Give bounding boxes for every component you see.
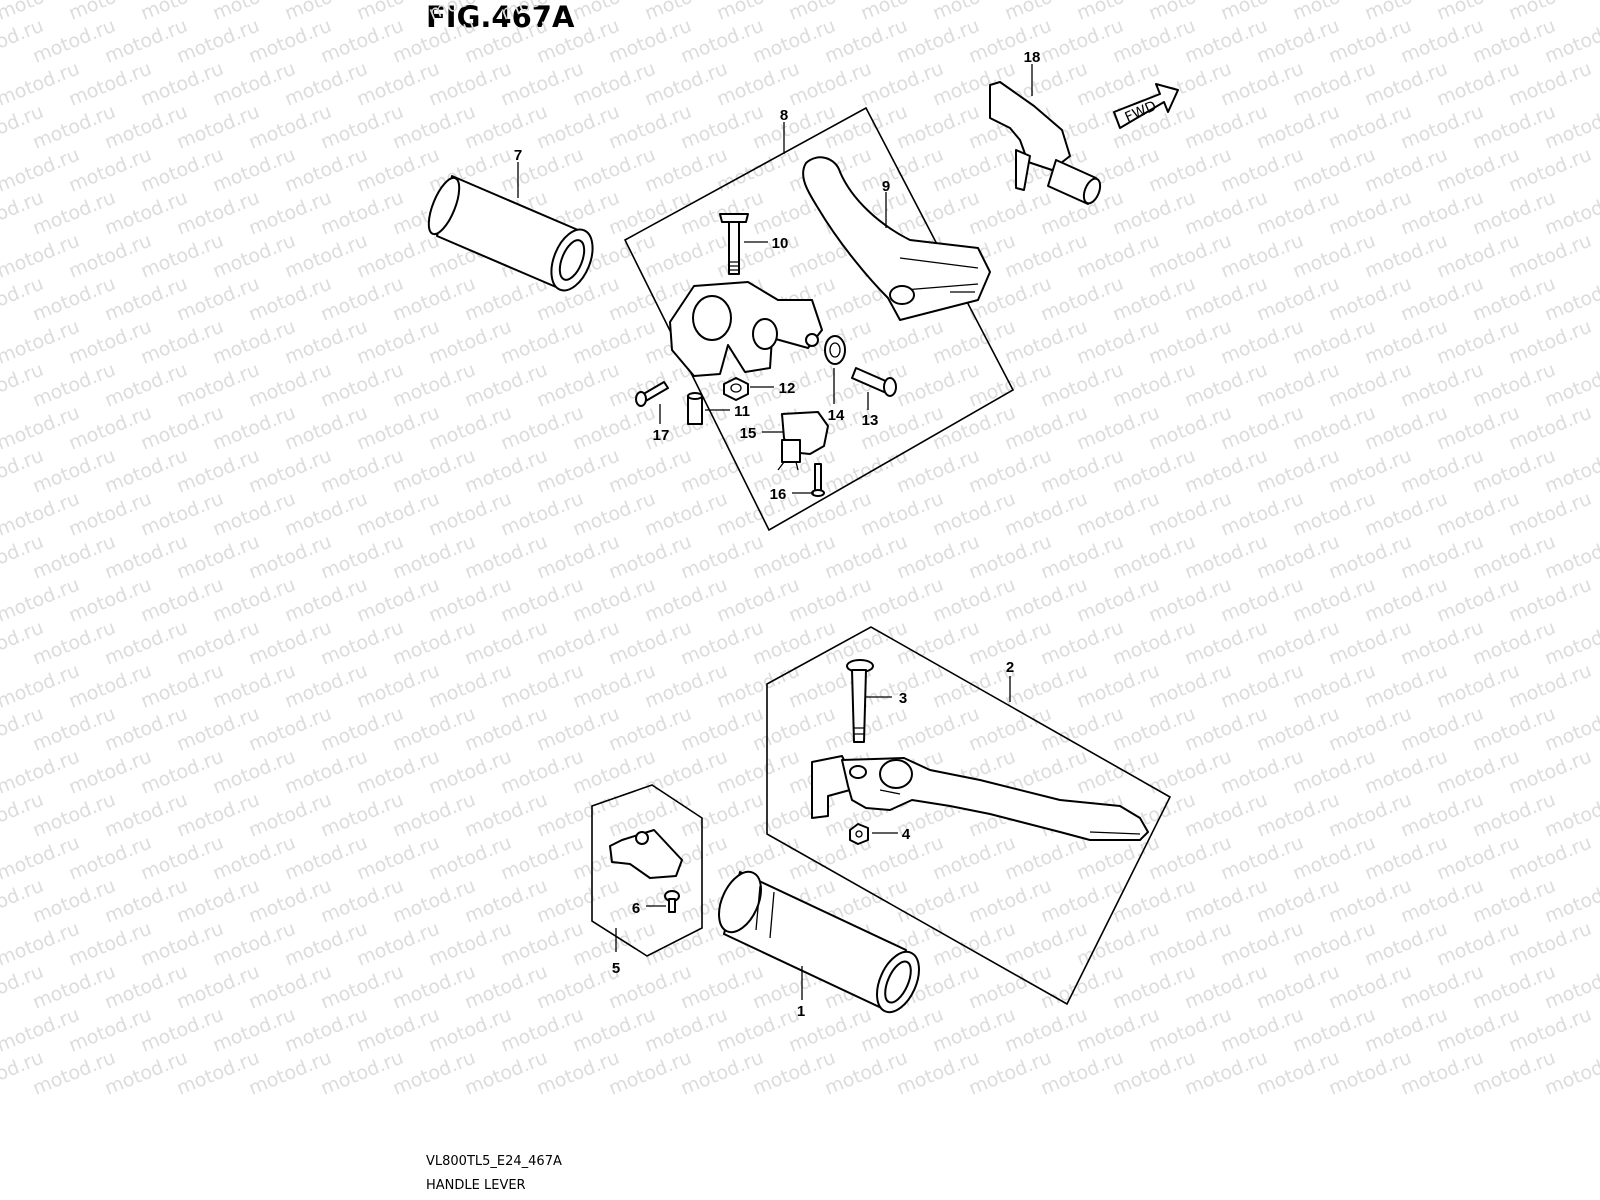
screw-part-6 <box>664 890 680 913</box>
group-frame-5 <box>591 784 703 957</box>
nut-part-4 <box>849 823 869 845</box>
screw-part-16 <box>811 463 825 497</box>
callout-10: 10 <box>772 235 789 252</box>
screw-part-13 <box>851 367 897 397</box>
callout-17: 17 <box>653 427 670 444</box>
callout-16: 16 <box>770 486 787 503</box>
callout-12: 12 <box>779 380 796 397</box>
bolt-part-3 <box>846 659 874 743</box>
group-frame-2 <box>766 626 1172 1006</box>
callout-5: 5 <box>612 960 620 977</box>
callout-14: 14 <box>828 407 845 424</box>
clutch-switch-part-15 <box>777 411 829 471</box>
callout-6: 6 <box>632 900 640 917</box>
callout-18: 18 <box>1024 49 1041 66</box>
lever-bracket-part-8 <box>669 281 823 377</box>
bolt-part-17 <box>635 381 669 407</box>
nut-part-12 <box>723 377 749 401</box>
callout-3: 3 <box>899 690 907 707</box>
grip-part-7 <box>427 175 594 292</box>
callout-1: 1 <box>797 1003 805 1020</box>
callout-2: 2 <box>1006 659 1014 676</box>
brake-switch-part-5 <box>609 829 683 879</box>
figure-name: HANDLE LEVER <box>426 1178 526 1193</box>
throttle-grip-part-1 <box>718 870 920 1014</box>
group-frame-8 <box>623 106 1015 532</box>
clutch-lever-part-9 <box>802 156 991 321</box>
lever-guard-part-18 <box>989 81 1102 205</box>
callout-8: 8 <box>780 107 788 124</box>
callout-9: 9 <box>882 178 890 195</box>
bushing-part-11 <box>687 392 703 425</box>
bolt-part-10 <box>719 213 749 275</box>
callout-11: 11 <box>734 403 750 420</box>
callout-13: 13 <box>862 412 879 429</box>
callout-7: 7 <box>514 147 522 164</box>
adjuster-part-14 <box>824 335 846 365</box>
figure-code: VL800TL5_E24_467A <box>426 1154 562 1169</box>
figure-title: FIG.467A <box>426 0 575 34</box>
callout-4: 4 <box>902 826 911 843</box>
callout-15: 15 <box>740 425 757 442</box>
brake-lever-part-2 <box>811 755 1149 841</box>
